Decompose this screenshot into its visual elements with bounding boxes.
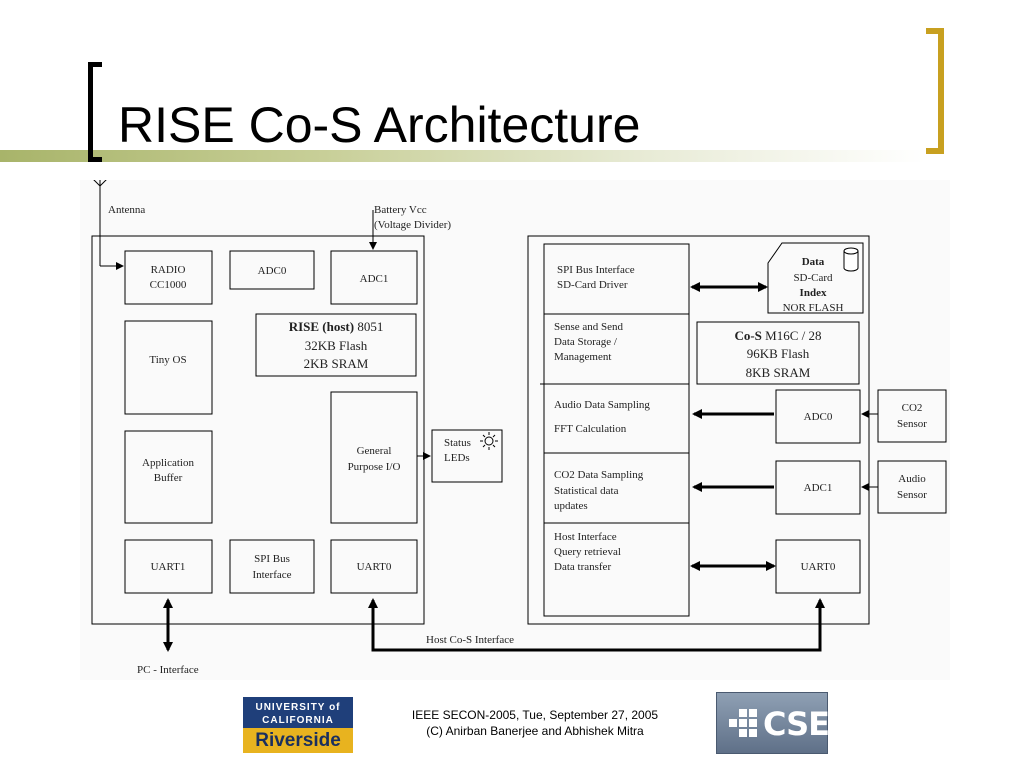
spi-driver-label-2: SD-Card Driver <box>557 279 628 291</box>
co2-sensor-label-2: Sensor <box>897 418 927 430</box>
host-adc0-label: ADC0 <box>258 265 287 277</box>
host-board <box>91 235 425 625</box>
module-stack <box>543 243 690 617</box>
app-buffer-box <box>124 430 213 524</box>
sd-label-4: NOR FLASH <box>783 302 844 314</box>
architecture-diagram: Antenna Battery Vcc (Voltage Divider) RA… <box>80 180 950 680</box>
host-uart0-box <box>330 539 418 594</box>
database-icon <box>843 247 859 272</box>
uart1-box <box>124 539 213 594</box>
cos-adc1-box <box>775 460 861 515</box>
sun-icon <box>480 432 498 450</box>
audio-label-1: Audio Data Sampling <box>554 399 650 411</box>
antenna-label: Antenna <box>108 204 145 216</box>
cse-logo: CSE <box>716 692 830 754</box>
cos-uart0-label: UART0 <box>801 561 836 573</box>
cos-label-3: 8KB SRAM <box>746 365 811 380</box>
host-adc1-label: ADC1 <box>360 273 389 285</box>
spi-host-label-1: SPI Bus <box>254 553 290 565</box>
co2s-label-2: Statistical data <box>554 485 619 497</box>
ucr-logo-line1: UNIVERSITY of <box>255 702 341 713</box>
co2-sensor-box <box>877 389 947 443</box>
footer-line-2: (C) Anirban Banerjee and Abhishek Mitra <box>426 724 644 738</box>
host-cos-arrow <box>368 598 825 652</box>
ucr-logo-top: UNIVERSITY of CALIFORNIA <box>243 697 353 731</box>
cos-label-2: 96KB Flash <box>747 346 810 361</box>
app-buffer-label-1: Application <box>142 457 194 469</box>
gpio-label-2: Purpose I/O <box>348 461 401 473</box>
pc-interface-label: PC - Interface <box>137 664 199 676</box>
tiny-os-box <box>124 320 213 415</box>
spi-host-box <box>229 539 315 594</box>
host-uart0-label: UART0 <box>357 561 392 573</box>
cos-label-1: Co-S M16C / 28 <box>734 328 821 343</box>
battery-label-2: (Voltage Divider) <box>374 219 451 231</box>
cos-board <box>527 235 870 625</box>
radio-label-2: CC1000 <box>150 279 187 291</box>
sense-label-1: Sense and Send <box>554 321 624 333</box>
co2s-label-3: updates <box>554 500 588 512</box>
hostif-label-3: Data transfer <box>554 561 611 573</box>
hostif-label-2: Query retrieval <box>554 546 621 558</box>
ucr-logo-bottom: Riverside <box>243 728 353 753</box>
gpio-label-1: General <box>357 445 392 457</box>
hostif-label-1: Host Interface <box>554 531 617 543</box>
host-adc1-box <box>330 250 418 305</box>
ucr-logo-line2: CALIFORNIA <box>262 715 334 726</box>
app-buffer-label-2: Buffer <box>154 472 183 484</box>
co2-sensor-label-1: CO2 <box>902 402 923 414</box>
battery-label-1: Battery Vcc <box>374 204 427 216</box>
slide-title: RISE Co-S Architecture <box>118 97 641 153</box>
tiny-os-label: Tiny OS <box>149 354 186 366</box>
rise-label-3: 2KB SRAM <box>304 356 369 371</box>
sd-card-box <box>767 242 864 314</box>
slide-footer: IEEE SECON-2005, Tue, September 27, 2005… <box>375 707 695 739</box>
cos-adc0-box <box>775 389 861 444</box>
sd-label-1: Data <box>802 256 825 268</box>
title-underline <box>0 150 925 162</box>
cse-logo-text: CSE <box>763 705 830 743</box>
spi-host-label-2: Interface <box>252 569 291 581</box>
gpio-box <box>330 391 418 524</box>
audio-sensor-label-1: Audio <box>898 473 926 485</box>
cos-uart0-box <box>775 539 861 594</box>
host-adc0-box <box>229 250 315 290</box>
audio-sensor-label-2: Sensor <box>897 489 927 501</box>
cos-adc1-label: ADC1 <box>804 482 833 494</box>
uart1-label: UART1 <box>151 561 186 573</box>
rise-host-box <box>255 313 417 377</box>
radio-box <box>124 250 213 305</box>
rise-label-1: RISE (host) 8051 <box>289 319 384 334</box>
status-leds-box <box>431 429 503 483</box>
status-label-2: LEDs <box>444 452 470 464</box>
footer-line-1: IEEE SECON-2005, Tue, September 27, 2005 <box>411 708 659 722</box>
rise-label-2: 32KB Flash <box>305 338 368 353</box>
radio-label-1: RADIO <box>151 264 186 276</box>
host-cos-label: Host Co-S Interface <box>426 634 514 646</box>
left-bracket <box>88 62 102 162</box>
sense-label-2: Data Storage / <box>554 336 618 348</box>
co2s-label-1: CO2 Data Sampling <box>554 469 644 481</box>
status-label-1: Status <box>444 437 471 449</box>
spi-driver-label-1: SPI Bus Interface <box>557 264 635 276</box>
sense-label-3: Management <box>554 351 611 363</box>
audio-label-2: FFT Calculation <box>554 423 627 435</box>
right-bracket <box>926 28 944 154</box>
antenna-icon <box>93 180 124 270</box>
sd-label-3: Index <box>800 287 827 299</box>
cos-adc0-label: ADC0 <box>804 411 833 423</box>
cos-mcu-box <box>696 321 860 385</box>
ucr-logo: UNIVERSITY of CALIFORNIA Riverside <box>243 697 353 753</box>
sd-label-2: SD-Card <box>793 272 833 284</box>
